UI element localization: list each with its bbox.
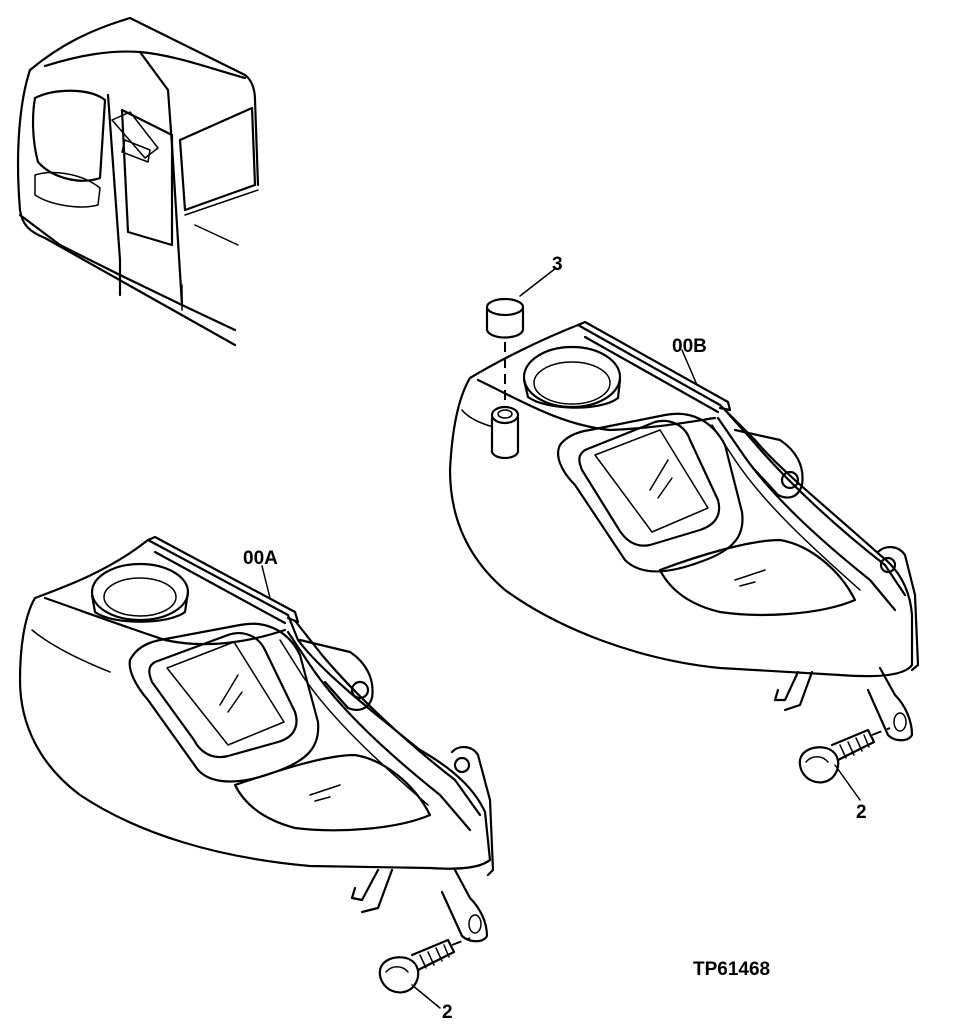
callout-cap: 3 xyxy=(552,254,563,275)
bolt-left xyxy=(378,937,471,994)
cap-part-3 xyxy=(485,297,525,408)
bolt-right xyxy=(798,727,891,784)
cover-00b xyxy=(448,320,920,742)
cover-00a xyxy=(18,535,495,943)
callout-cover-00b: 00B xyxy=(672,336,707,357)
callout-bolt-left: 2 xyxy=(442,1002,453,1023)
callout-cover-00a: 00A xyxy=(243,548,278,569)
callout-bolt-right: 2 xyxy=(856,802,867,823)
drawing-number: TP61468 xyxy=(693,959,770,980)
leader-lines xyxy=(261,267,861,1009)
cab-location-inset xyxy=(16,16,260,347)
